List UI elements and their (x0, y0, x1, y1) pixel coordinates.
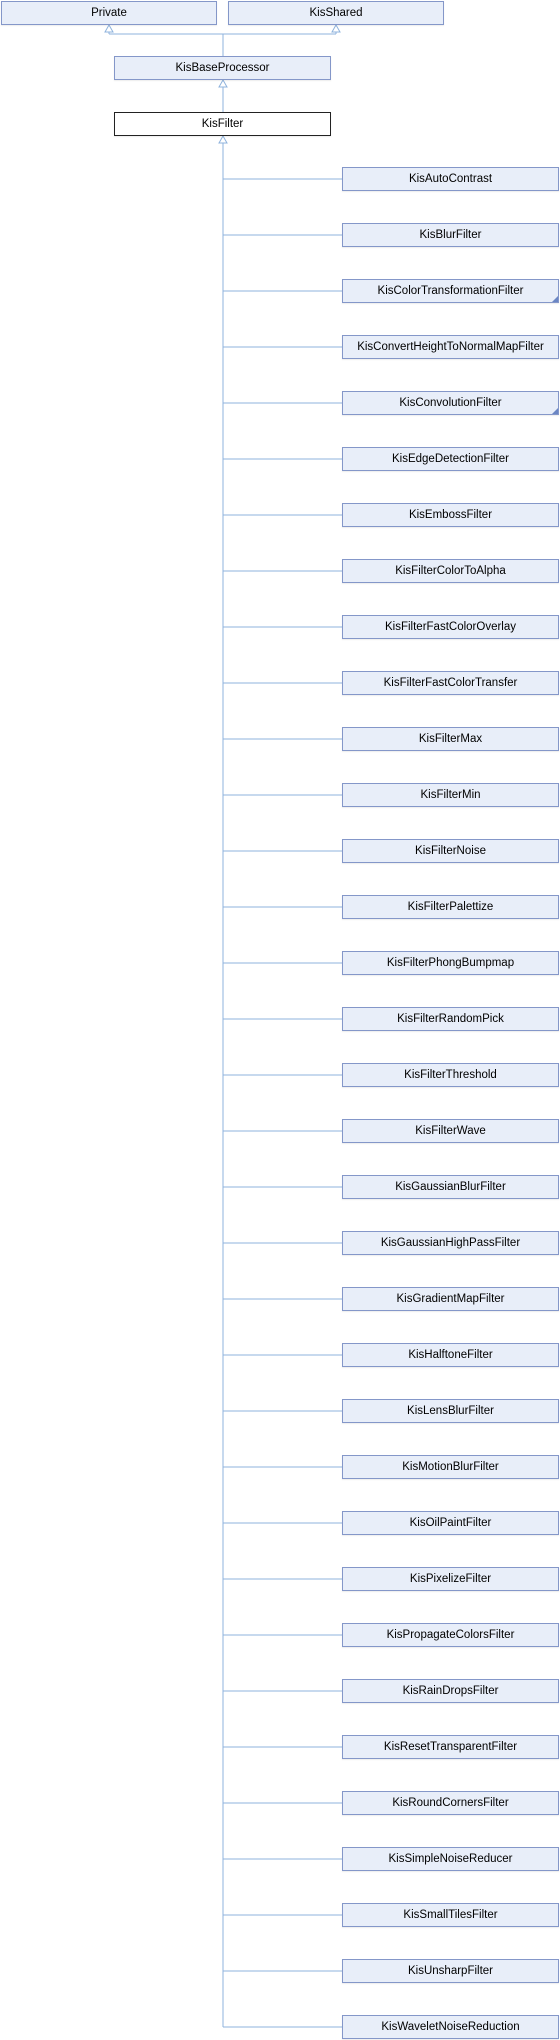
node-kis-propagate-colors-filter[interactable]: KisPropagateColorsFilter (342, 1623, 559, 1647)
node-kis-reset-transparent-filter[interactable]: KisResetTransparentFilter (342, 1735, 559, 1759)
node-kis-emboss-filter[interactable]: KisEmbossFilter (342, 503, 559, 527)
node-kis-gaussian-high-pass-filter[interactable]: KisGaussianHighPassFilter (342, 1231, 559, 1255)
node-kis-halftone-filter[interactable]: KisHalftoneFilter (342, 1343, 559, 1367)
arrow-shared (331, 23, 341, 33)
node-kis-filter-wave[interactable]: KisFilterWave (342, 1119, 559, 1143)
node-kis-filter-fast-color-overlay[interactable]: KisFilterFastColorOverlay (342, 615, 559, 639)
node-kis-simple-noise-reducer[interactable]: KisSimpleNoiseReducer (342, 1847, 559, 1871)
node-kis-filter-fast-color-transfer[interactable]: KisFilterFastColorTransfer (342, 671, 559, 695)
node-kis-base-processor[interactable]: KisBaseProcessor (114, 56, 331, 80)
node-kis-gaussian-blur-filter[interactable]: KisGaussianBlurFilter (342, 1175, 559, 1199)
node-kis-filter-min[interactable]: KisFilterMin (342, 783, 559, 807)
node-kis-filter-random-pick[interactable]: KisFilterRandomPick (342, 1007, 559, 1031)
node-kis-shared[interactable]: KisShared (228, 1, 444, 25)
node-kis-pixelize-filter[interactable]: KisPixelizeFilter (342, 1567, 559, 1591)
node-kis-lens-blur-filter[interactable]: KisLensBlurFilter (342, 1399, 559, 1423)
node-kis-convolution-filter[interactable]: KisConvolutionFilter (342, 391, 559, 415)
node-kis-small-tiles-filter[interactable]: KisSmallTilesFilter (342, 1903, 559, 1927)
node-private[interactable]: Private (1, 1, 217, 25)
node-kis-edge-detection-filter[interactable]: KisEdgeDetectionFilter (342, 447, 559, 471)
node-kis-rain-drops-filter[interactable]: KisRainDropsFilter (342, 1679, 559, 1703)
arrow-base-processor (218, 78, 228, 88)
node-kis-filter: KisFilter (114, 112, 331, 136)
more-children-indicator (552, 408, 558, 414)
more-children-indicator (552, 296, 558, 302)
node-kis-blur-filter[interactable]: KisBlurFilter (342, 223, 559, 247)
node-kis-oil-paint-filter[interactable]: KisOilPaintFilter (342, 1511, 559, 1535)
node-kis-wavelet-noise-reduction[interactable]: KisWaveletNoiseReduction (342, 2015, 559, 2039)
node-kis-filter-threshold[interactable]: KisFilterThreshold (342, 1063, 559, 1087)
node-kis-filter-max[interactable]: KisFilterMax (342, 727, 559, 751)
node-kis-filter-color-to-alpha[interactable]: KisFilterColorToAlpha (342, 559, 559, 583)
node-kis-color-transformation-filter[interactable]: KisColorTransformationFilter (342, 279, 559, 303)
node-kis-auto-contrast[interactable]: KisAutoContrast (342, 167, 559, 191)
node-kis-filter-noise[interactable]: KisFilterNoise (342, 839, 559, 863)
node-kis-unsharp-filter[interactable]: KisUnsharpFilter (342, 1959, 559, 1983)
node-kis-gradient-map-filter[interactable]: KisGradientMapFilter (342, 1287, 559, 1311)
node-kis-filter-phong-bumpmap[interactable]: KisFilterPhongBumpmap (342, 951, 559, 975)
node-kis-convert-height-to-normal-map-filter[interactable]: KisConvertHeightToNormalMapFilter (342, 335, 559, 359)
node-kis-motion-blur-filter[interactable]: KisMotionBlurFilter (342, 1455, 559, 1479)
node-kis-filter-palettize[interactable]: KisFilterPalettize (342, 895, 559, 919)
node-kis-round-corners-filter[interactable]: KisRoundCornersFilter (342, 1791, 559, 1815)
arrow-private (104, 23, 114, 33)
arrow-kis-filter (218, 134, 228, 144)
